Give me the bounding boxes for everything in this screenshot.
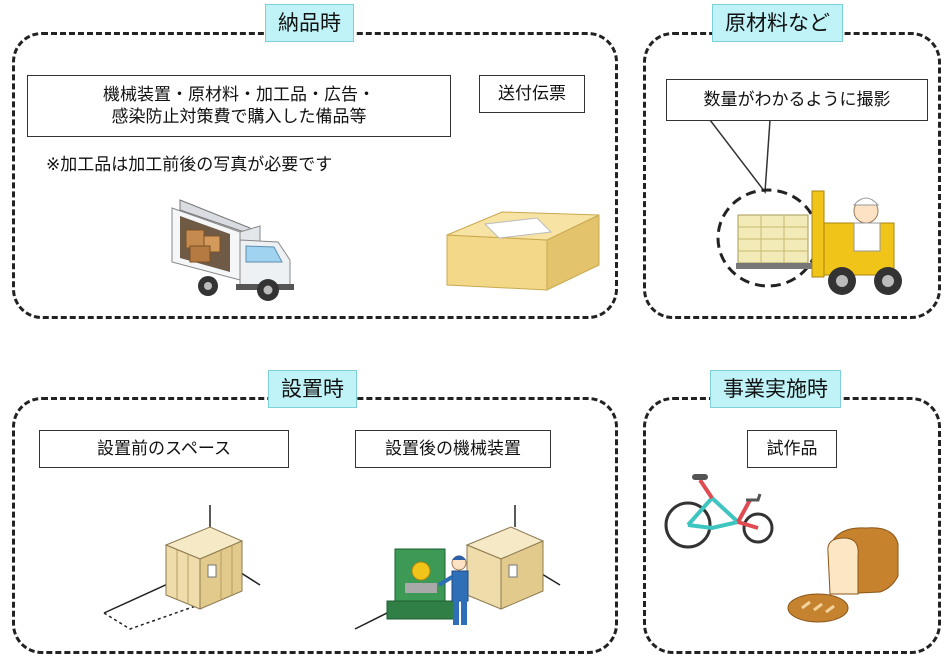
items-label: 機械装置・原材料・加工品・広告・ 感染防止対策費で購入した備品等	[27, 75, 451, 137]
implementation-tag: 事業実施時	[710, 370, 841, 408]
materials-tag: 原材料など	[712, 4, 843, 42]
bicycle-icon	[664, 474, 774, 549]
materials-callout: 数量がわかるように撮影	[666, 79, 928, 121]
slip-label: 送付伝票	[479, 75, 585, 113]
after-machine-label: 設置後の機械装置	[355, 430, 551, 468]
processed-goods-note: ※加工品は加工前後の写真が必要です	[46, 155, 333, 175]
callout-pointer	[709, 119, 771, 195]
prefab-room-icon	[103, 505, 261, 630]
machine-operator-icon	[354, 505, 561, 630]
items-label-line2: 感染防止対策費で購入した備品等	[111, 107, 367, 127]
before-space-label: 設置前のスペース	[39, 430, 289, 468]
forklift-icon	[716, 188, 902, 295]
installation-tag: 設置時	[268, 370, 357, 408]
delivery-tag: 納品時	[265, 4, 354, 42]
truck-icon	[171, 199, 294, 301]
cardboard-box-icon	[446, 211, 600, 291]
bread-icon	[787, 527, 899, 623]
items-label-line1: 機械装置・原材料・加工品・広告・	[103, 85, 375, 105]
prototype-label: 試作品	[747, 430, 837, 468]
